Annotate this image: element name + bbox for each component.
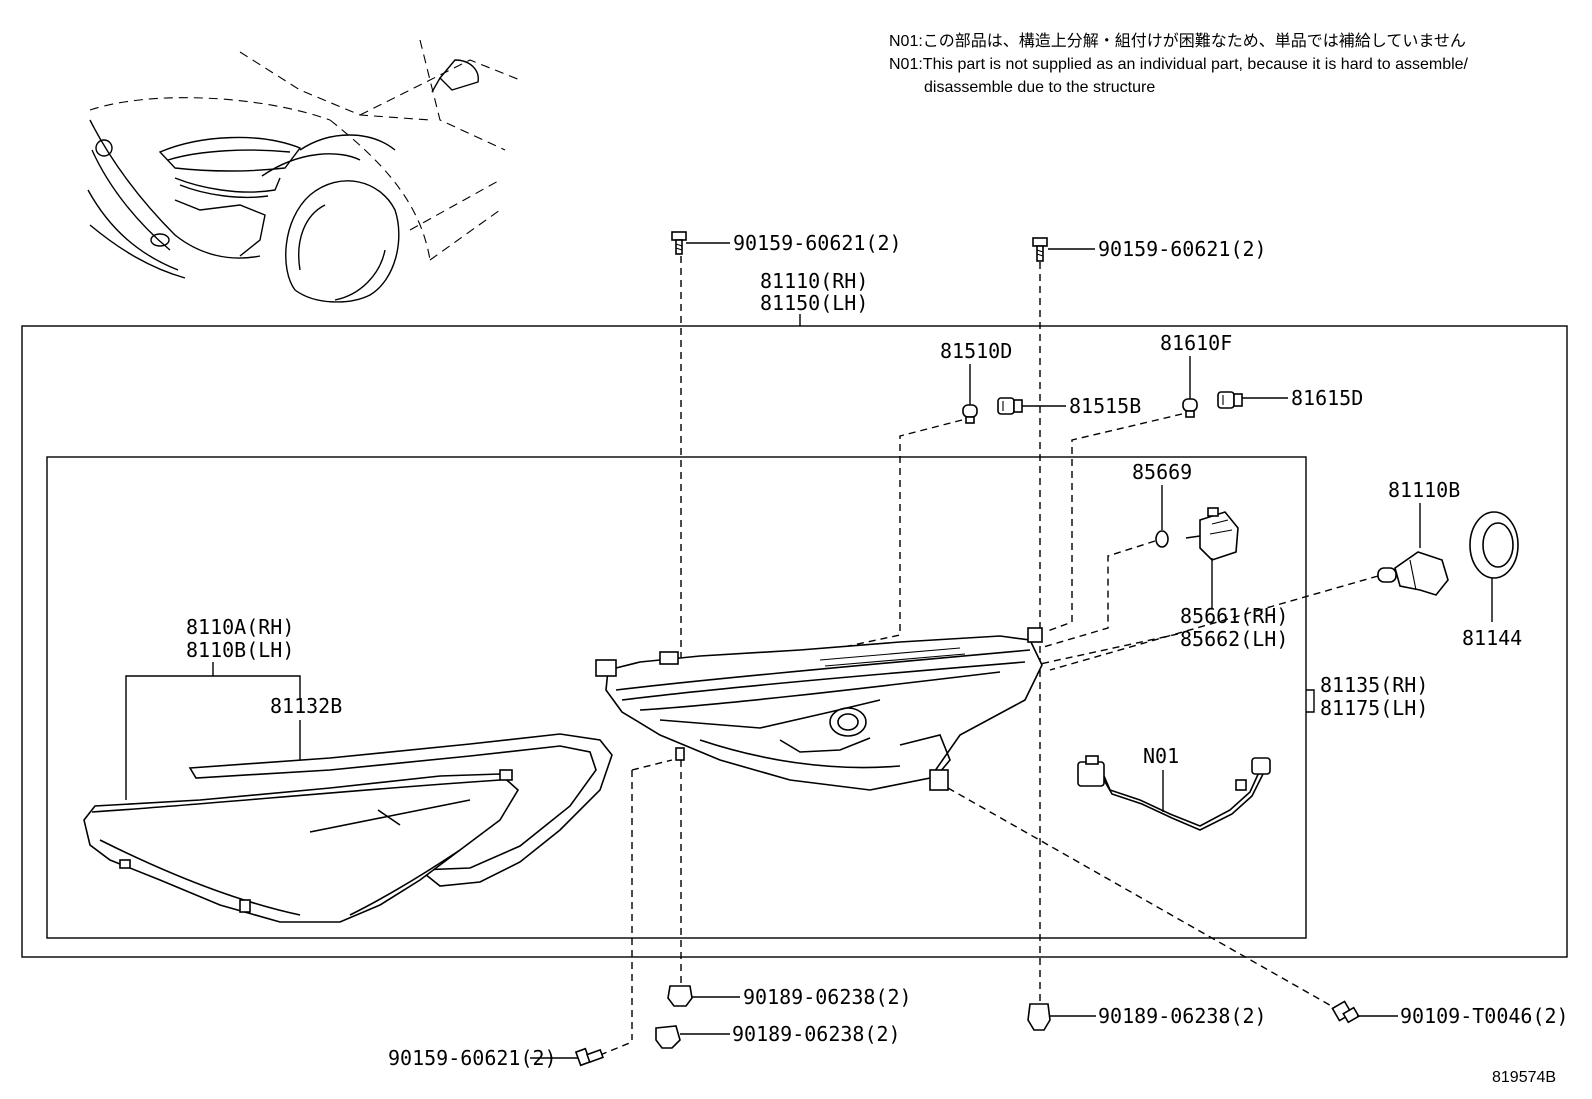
diagram-id: 819574B (1492, 1069, 1556, 1086)
clip-lower-icon (655, 1025, 681, 1049)
bolt-bottom-left-icon (574, 1047, 604, 1067)
halogen-bulb-81110b-icon (1377, 551, 1449, 596)
gasket-81132b-illustration (188, 733, 613, 887)
vehicle-locator-illustration (87, 39, 521, 303)
label-assembly-rh: 81110(RH) (760, 269, 868, 293)
label-clip-center: 90189-06238(2) (743, 985, 912, 1009)
label-bolt-bottom-right: 90109-T0046(2) (1400, 1004, 1569, 1028)
bolt-top-right-icon (1032, 237, 1048, 262)
label-n01: N01 (1143, 744, 1179, 768)
note-japanese: N01:この部品は、構造上分解・組付けが困難なため、単品では補給していません (889, 32, 1466, 50)
label-housing-lh: 81175(LH) (1320, 696, 1428, 720)
label-actuator-lh: 85662(LH) (1180, 627, 1288, 651)
label-cap-81144: 81144 (1462, 626, 1522, 650)
label-oring-85669: 85669 (1132, 460, 1192, 484)
sub-assembly-frame (46, 456, 1307, 939)
label-bolt-top-left: 90159-60621(2) (733, 231, 902, 255)
label-actuator-rh: 85661(RH) (1180, 604, 1288, 628)
leveling-actuator-icon (1185, 507, 1239, 561)
label-lens-lh: 8110B(LH) (186, 638, 294, 662)
wiring-harness-n01-illustration (1077, 755, 1271, 831)
label-assembly-lh: 81150(LH) (760, 291, 868, 315)
label-socket-81515b: 81515B (1069, 394, 1141, 418)
headlamp-housing-illustration (595, 627, 1043, 791)
assembly-frame (21, 325, 1568, 958)
label-clip-lower: 90189-06238(2) (732, 1022, 901, 1046)
clip-right-icon (1027, 1003, 1051, 1031)
dust-cap-81144-icon (1469, 511, 1519, 579)
label-bulb-81610f: 81610F (1160, 331, 1232, 355)
note-english-line1: N01:This part is not supplied as an indi… (889, 56, 1469, 73)
socket-81615d-icon (1217, 391, 1243, 409)
note-english-line2: disassemble due to the structure (924, 79, 1155, 96)
label-gasket-81132b: 81132B (270, 694, 342, 718)
clip-center-icon (667, 985, 693, 1007)
label-bolt-bottom-left: 90159-60621(2) (388, 1046, 557, 1070)
label-bulb-81110b: 81110B (1388, 478, 1460, 502)
label-bolt-top-right: 90159-60621(2) (1098, 237, 1267, 261)
label-bulb-81510d: 81510D (940, 339, 1012, 363)
label-lens-rh: 8110A(RH) (186, 615, 294, 639)
wedge-bulb-81610f-icon (1182, 398, 1198, 418)
bolt-top-left-icon (671, 231, 687, 255)
socket-81515b-icon (997, 397, 1023, 415)
bolt-bottom-right-icon (1331, 1000, 1360, 1024)
o-ring-85669-icon (1155, 530, 1169, 548)
label-housing-rh: 81135(RH) (1320, 673, 1428, 697)
lens-8110a-illustration (83, 769, 520, 923)
label-clip-right: 90189-06238(2) (1098, 1004, 1267, 1028)
label-socket-81615d: 81615D (1291, 386, 1363, 410)
wedge-bulb-81510d-icon (962, 404, 978, 424)
